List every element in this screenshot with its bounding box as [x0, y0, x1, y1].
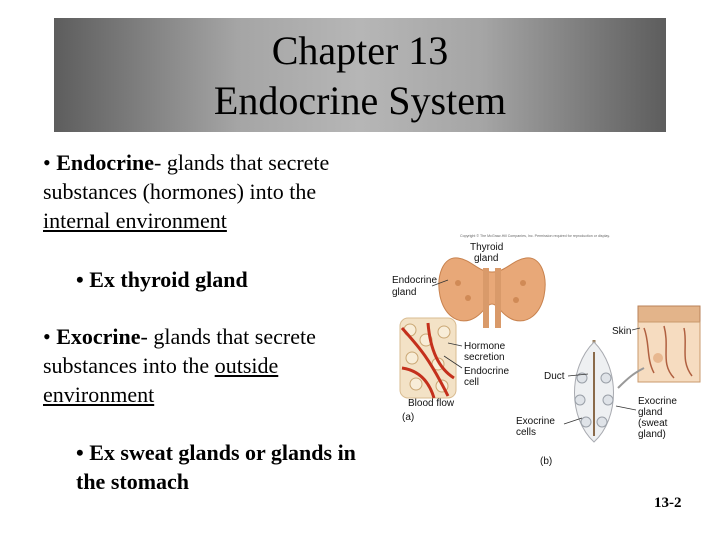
svg-text:cell: cell: [464, 377, 479, 388]
example-thyroid: • Ex thyroid gland: [76, 267, 248, 292]
svg-text:Thyroid: Thyroid: [470, 242, 503, 253]
endocrine-tissue-icon: [399, 317, 457, 399]
copyright-text: Copyright © The McGraw-Hill Companies, I…: [460, 234, 610, 238]
term-exocrine: Exocrine: [56, 324, 141, 349]
title-line-1: Chapter 13: [271, 28, 449, 73]
svg-text:cells: cells: [516, 427, 536, 438]
example-sweat-glands: • Ex sweat glands or glands in the stoma…: [76, 440, 356, 494]
svg-text:Duct: Duct: [544, 371, 565, 382]
svg-text:(b): (b): [540, 456, 552, 467]
svg-text:Blood flow: Blood flow: [408, 398, 455, 409]
svg-text:Hormone: Hormone: [464, 341, 506, 352]
svg-text:gland): gland): [638, 429, 666, 440]
slide-number: 13-2: [654, 495, 682, 511]
svg-text:Endocrine: Endocrine: [392, 275, 437, 286]
title-banner: Chapter 13 Endocrine System: [54, 18, 666, 132]
svg-text:secretion: secretion: [464, 352, 505, 363]
thyroid-gland-icon: [438, 257, 546, 328]
bullet-exocrine: • Exocrine- glands that secrete substanc…: [43, 324, 316, 407]
svg-text:gland: gland: [638, 407, 662, 418]
svg-text:(sweat: (sweat: [638, 418, 668, 429]
svg-text:Exocrine: Exocrine: [516, 416, 555, 427]
internal-environment: internal environment: [43, 208, 227, 233]
svg-text:Skin: Skin: [612, 326, 631, 337]
bullet-endocrine: • Endocrine- glands that secrete substan…: [43, 150, 330, 233]
skin-block-icon: [637, 305, 701, 383]
sweat-gland-icon: [574, 340, 614, 443]
svg-text:Exocrine: Exocrine: [638, 396, 677, 407]
svg-text:(a): (a): [402, 412, 414, 423]
gland-illustration: Copyright © The McGraw-Hill Companies, I…: [392, 234, 701, 467]
title-line-2: Endocrine System: [213, 78, 507, 123]
svg-text:gland: gland: [392, 287, 416, 298]
svg-text:Endocrine: Endocrine: [464, 366, 509, 377]
term-endocrine: Endocrine: [56, 150, 154, 175]
svg-text:gland: gland: [474, 253, 498, 264]
